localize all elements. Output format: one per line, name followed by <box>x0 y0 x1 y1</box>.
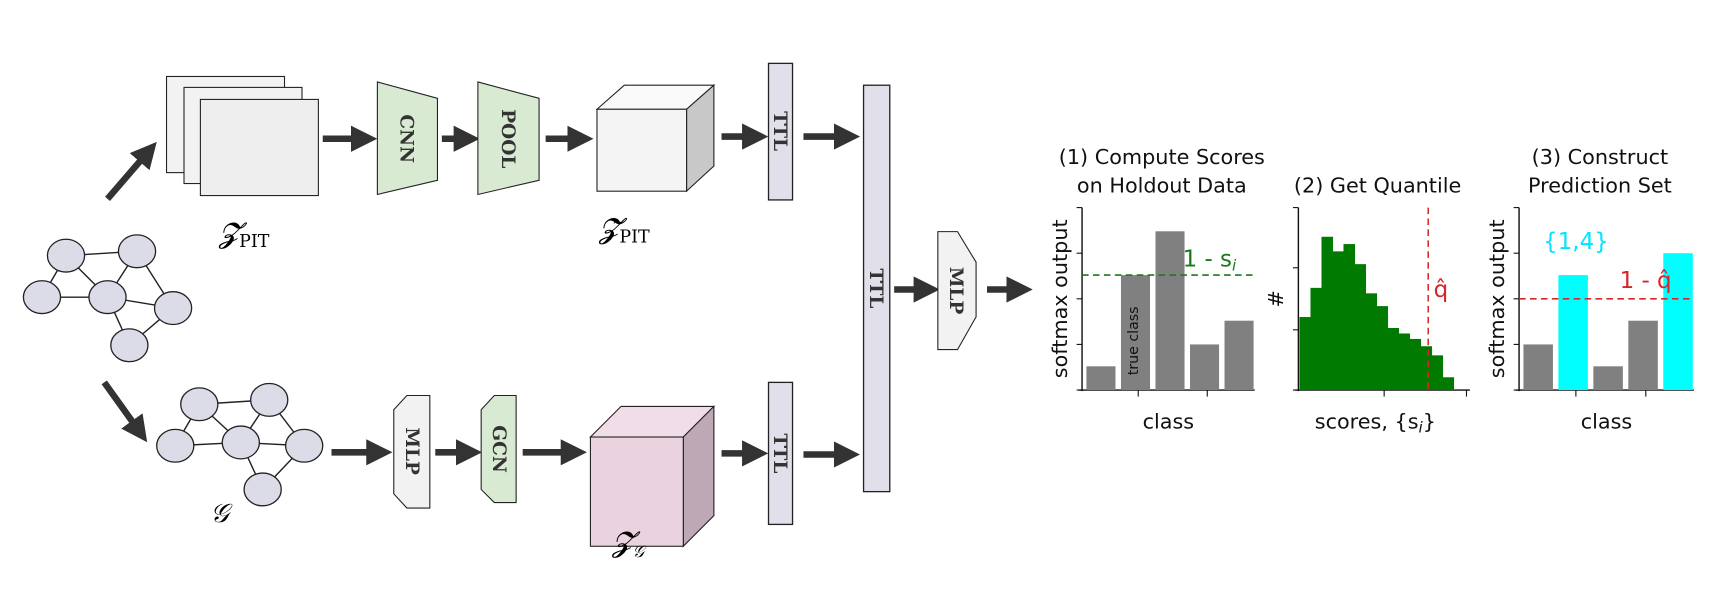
gcn-label: GCN <box>488 425 509 473</box>
z-pit-label: 𝓩PIT <box>218 217 270 252</box>
arrow-to-graph <box>101 380 148 443</box>
z-g-label: 𝓩𝒢 <box>611 526 646 561</box>
graph-label: 𝒢 <box>210 499 233 529</box>
histogram-bar <box>1387 327 1400 391</box>
bar <box>1523 344 1553 391</box>
bar <box>1086 366 1116 391</box>
x-axis-label-part: scores, {s <box>1315 409 1419 433</box>
histogram-bar <box>1321 236 1334 391</box>
histogram-bar <box>1376 306 1389 391</box>
y-axis-label: softmax output <box>1485 219 1509 378</box>
y-axis-label: # <box>1264 290 1288 307</box>
histogram-bar <box>1398 333 1411 391</box>
x-axis-label-part: i <box>1419 419 1424 437</box>
true-class-label: true class <box>1126 306 1142 375</box>
input-graph <box>22 234 193 363</box>
x-axis-label: scores, {si} <box>1315 409 1436 436</box>
histogram-bar <box>1343 244 1356 391</box>
histogram-bar <box>1365 293 1378 391</box>
graph-feature-cube <box>589 405 716 548</box>
chart-title: Prediction Set <box>1528 173 1672 197</box>
threshold-subscript: i <box>1232 257 1237 275</box>
histogram-bar <box>1442 377 1455 391</box>
bar <box>1155 231 1185 391</box>
histogram-bar <box>1310 287 1323 391</box>
ttl-block-fusion <box>862 84 891 493</box>
cnn-block <box>376 81 439 196</box>
histogram-bar <box>1299 317 1312 391</box>
quantile-label: q̂ <box>1434 277 1449 303</box>
ttl-top-label: TTL <box>769 111 790 151</box>
pool-label: POOL <box>497 109 518 168</box>
chart-title: (1) Compute Scores <box>1059 145 1265 169</box>
bar <box>1558 275 1588 391</box>
ttl-block-top <box>767 62 794 201</box>
histogram-bar <box>1409 338 1422 391</box>
bar <box>1120 275 1151 391</box>
z-pit-tilde-label: 𝓩̃PIT <box>598 212 650 247</box>
bar <box>1593 366 1623 391</box>
threshold-label: 1 - q̂ <box>1620 268 1672 294</box>
ttl-fusion-label: TTL <box>865 268 886 308</box>
cnn-label: CNN <box>395 114 416 163</box>
gcn-block <box>480 394 517 504</box>
threshold-label: 1 - si <box>1183 246 1237 274</box>
bar <box>1224 320 1254 391</box>
x-axis-label: class <box>1581 409 1633 433</box>
bar <box>1663 253 1693 391</box>
histogram-bar <box>1332 251 1345 391</box>
mlp-top-label: MLP <box>945 267 966 315</box>
mlp-block-top <box>937 231 977 351</box>
bar <box>1628 320 1658 391</box>
chart-title: (2) Get Quantile <box>1294 173 1461 197</box>
histogram-bar <box>1354 264 1367 391</box>
histogram-bar <box>1420 346 1433 391</box>
x-axis-label: class <box>1143 409 1195 433</box>
ttl-bottom-label: TTL <box>769 433 790 473</box>
pool-block <box>477 81 540 196</box>
prediction-set-label: {1,4} <box>1543 229 1609 255</box>
ttl-block-bottom <box>767 381 794 526</box>
chart-title: on Holdout Data <box>1077 173 1247 197</box>
mlp-bottom-label: MLP <box>401 427 422 475</box>
histogram-bar <box>1431 355 1444 391</box>
x-axis-label-part: } <box>1423 409 1436 433</box>
arrow-to-pit <box>105 141 157 201</box>
graph-g <box>156 382 324 507</box>
mlp-block-bottom <box>393 394 431 509</box>
chart-title: (3) Construct <box>1532 145 1668 169</box>
pit-feature-cube <box>595 84 716 193</box>
y-axis-label: softmax output <box>1048 219 1072 378</box>
bar <box>1190 344 1220 391</box>
threshold-text: 1 - s <box>1183 246 1232 272</box>
pit-image-stack <box>165 75 319 197</box>
